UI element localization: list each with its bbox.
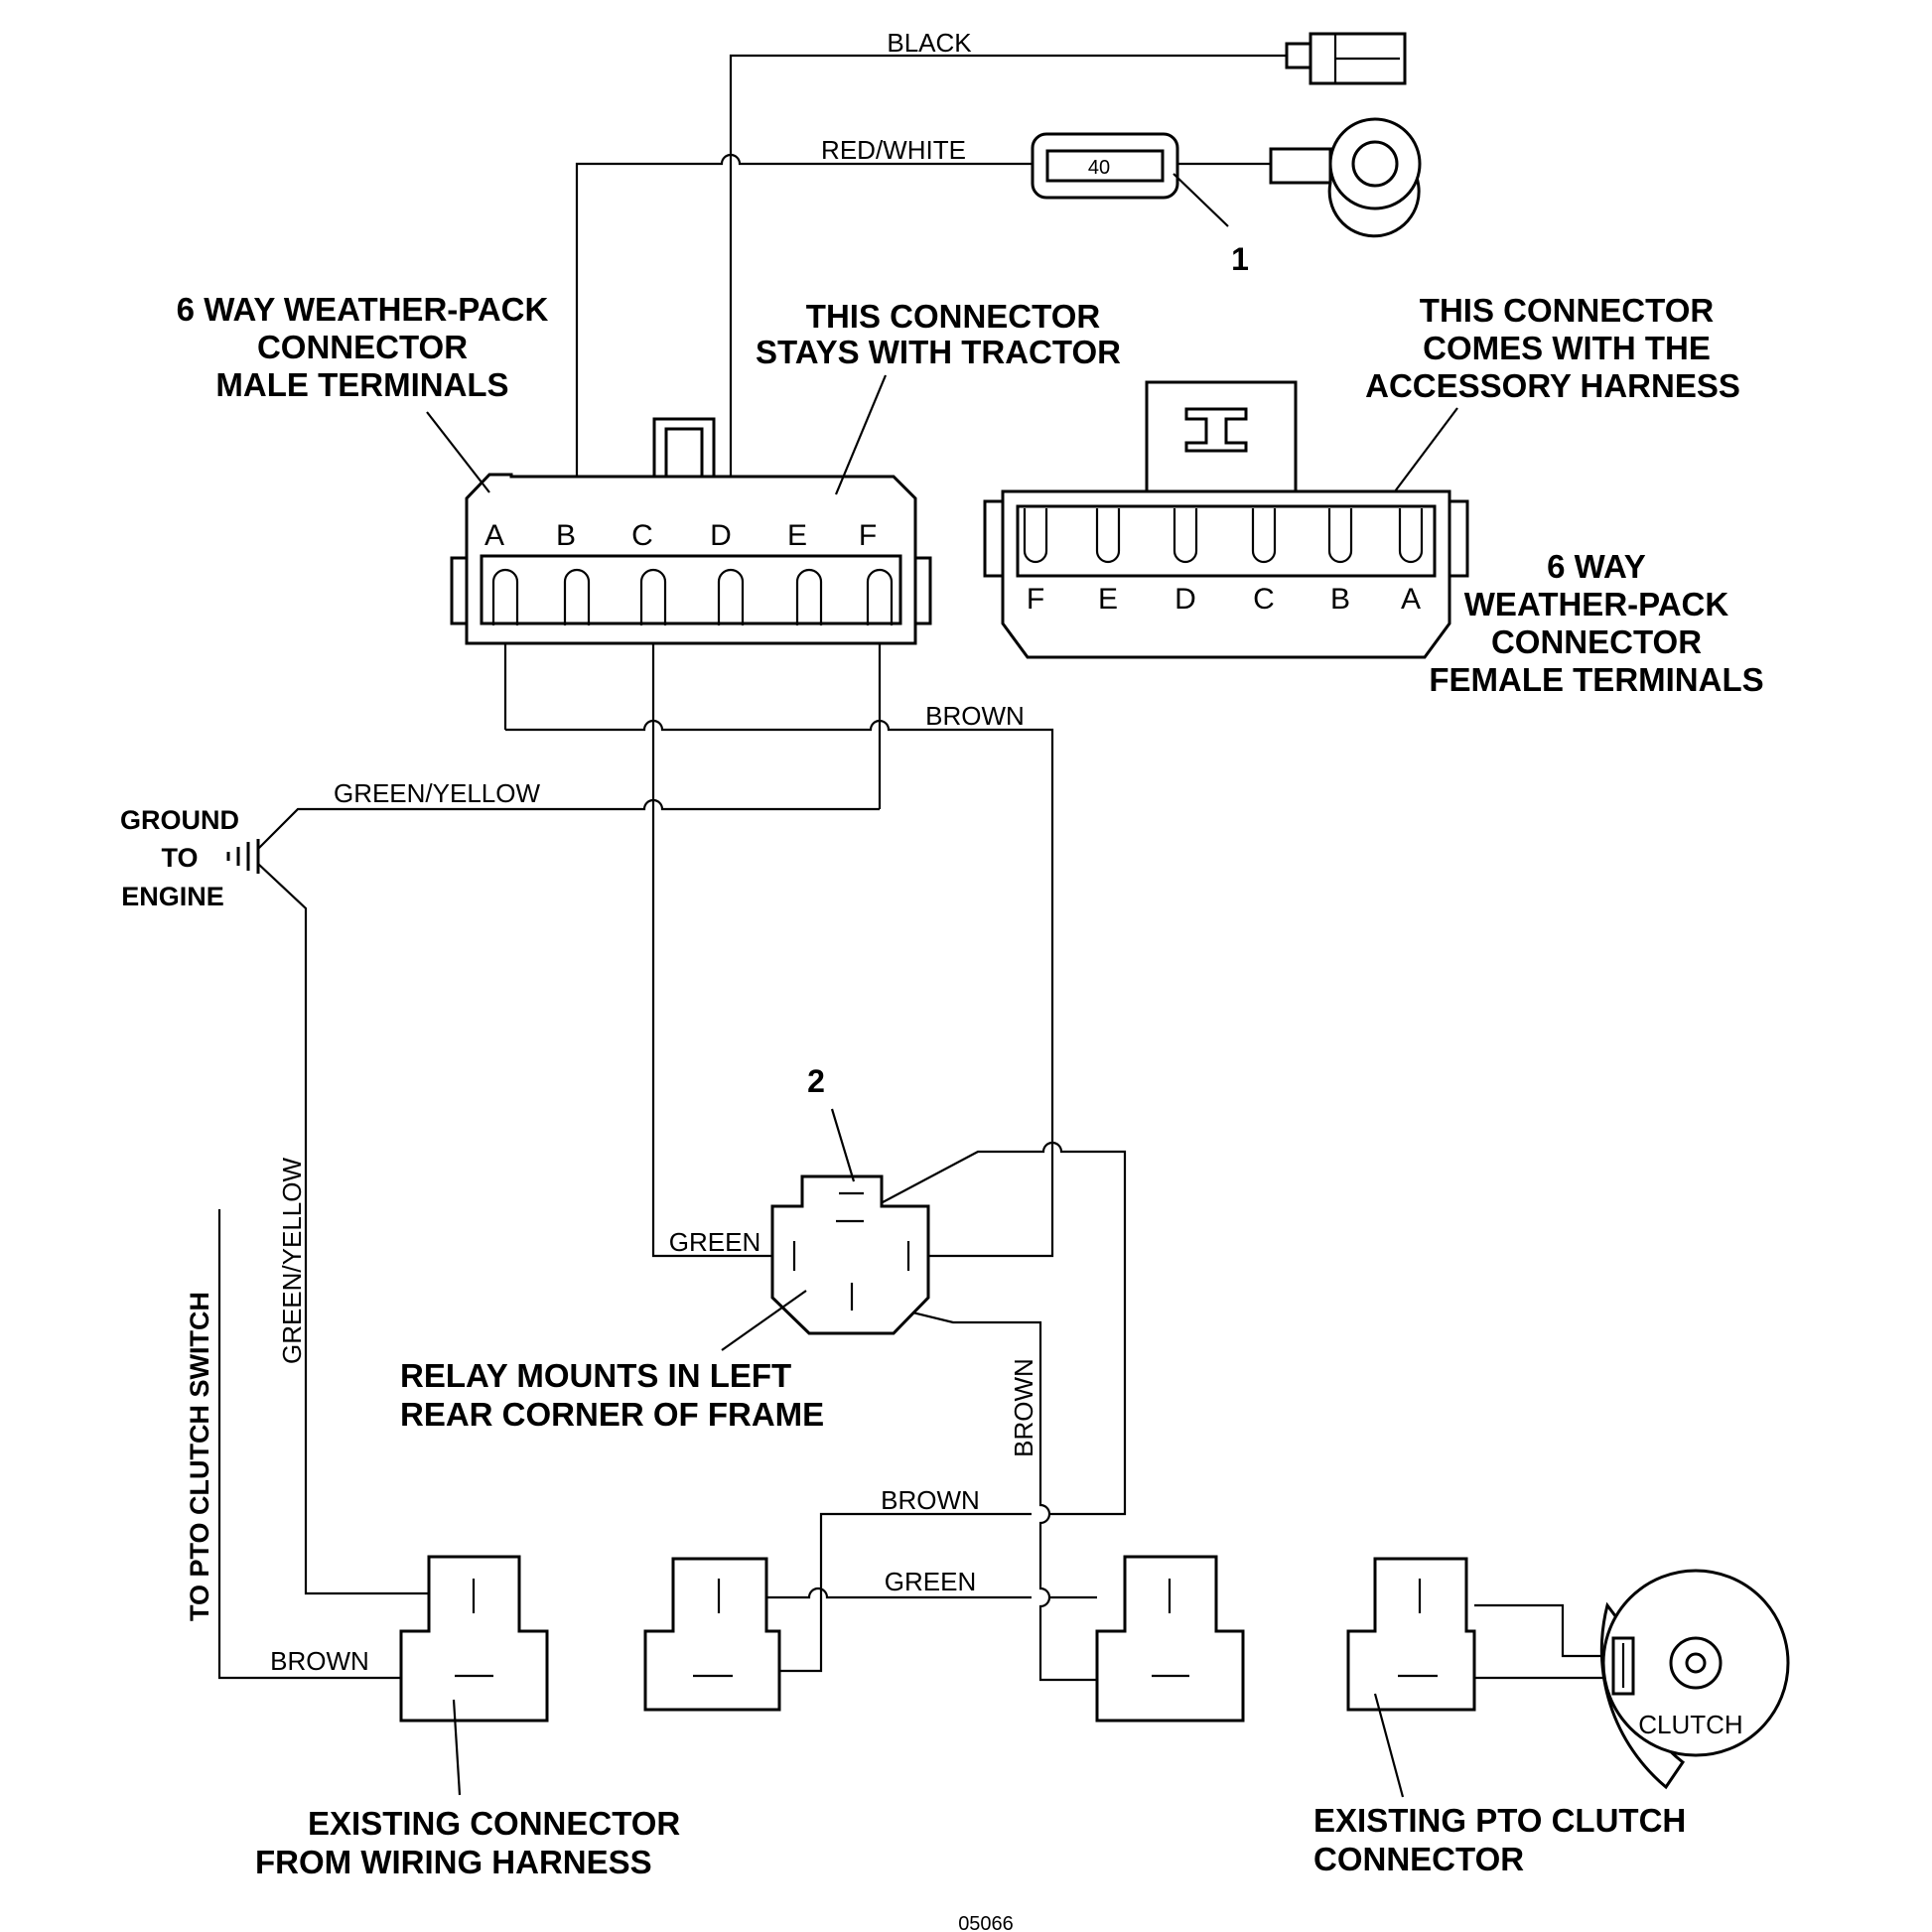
male-pin-f: F: [859, 519, 877, 552]
male-pin-e: E: [787, 519, 807, 552]
female-pin-d: D: [1174, 583, 1196, 616]
green-yellow-wire-down: [257, 863, 429, 1595]
green-yellow-wire-top-label: GREEN/YELLOW: [334, 778, 541, 808]
green-wire-relay: [651, 625, 794, 1258]
svg-text:6 WAY WEATHER-PACK: 6 WAY WEATHER-PACK: [177, 291, 549, 328]
svg-text:COMES WITH THE: COMES WITH THE: [1423, 330, 1711, 366]
existing-connector-leader: [452, 1699, 462, 1796]
male-pin-c: C: [631, 519, 653, 552]
male-pin-b: B: [556, 519, 576, 552]
green-yellow-wire-top: [257, 798, 880, 850]
male-pin-d: D: [710, 519, 732, 552]
pto-clutch-connector: [1346, 1557, 1476, 1712]
svg-text:CONNECTOR: CONNECTOR: [1491, 623, 1702, 660]
male-connector: A B C D E F: [450, 417, 932, 645]
svg-text:GROUND: GROUND: [120, 805, 239, 835]
svg-text:MALE TERMINALS: MALE TERMINALS: [215, 366, 508, 403]
black-wire: [729, 54, 1287, 586]
relay-bottom-lead: [851, 1296, 1097, 1682]
stays-with-tractor-label: THIS CONNECTOR STAYS WITH TRACTOR: [756, 298, 1121, 370]
relay: [770, 1174, 930, 1335]
relay-top-lead: [850, 1141, 1127, 1516]
female-pin-b: B: [1330, 583, 1350, 616]
existing-harness-connector: [399, 1555, 549, 1723]
brown-left-label: BROWN: [270, 1646, 369, 1676]
figure-number: 05066: [958, 1913, 1014, 1932]
svg-text:TO: TO: [161, 843, 198, 873]
relay-note: RELAY MOUNTS IN LEFT REAR CORNER OF FRAM…: [400, 1357, 824, 1433]
svg-text:EXISTING PTO CLUTCH: EXISTING PTO CLUTCH: [1313, 1802, 1686, 1839]
male-label-leader: [426, 411, 490, 493]
wires: [217, 54, 1613, 1682]
svg-text:ACCESSORY HARNESS: ACCESSORY HARNESS: [1365, 367, 1740, 404]
ring-terminal: [1269, 117, 1422, 238]
svg-text:EXISTING CONNECTOR: EXISTING CONNECTOR: [308, 1805, 680, 1842]
callout-1: 1: [1231, 241, 1249, 277]
fuse-rating: 40: [1088, 157, 1110, 179]
female-pin-e: E: [1098, 583, 1118, 616]
pto-clutch: [1599, 1569, 1790, 1790]
female-pin-c: C: [1253, 583, 1275, 616]
female-connector-label: 6 WAY WEATHER-PACK CONNECTOR FEMALE TERM…: [1429, 548, 1763, 698]
svg-text:RELAY MOUNTS IN LEFT: RELAY MOUNTS IN LEFT: [400, 1357, 791, 1394]
green-yellow-vertical-label: GREEN/YELLOW: [277, 1158, 307, 1365]
ground-label: GROUND TO ENGINE: [120, 805, 239, 911]
brown-wire-lower: [779, 1512, 1032, 1673]
comes-with-harness-label: THIS CONNECTOR COMES WITH THE ACCESSORY …: [1365, 292, 1740, 404]
svg-text:THIS CONNECTOR: THIS CONNECTOR: [806, 298, 1101, 335]
svg-text:FEMALE TERMINALS: FEMALE TERMINALS: [1429, 661, 1763, 698]
clutch-wire-upper: [1474, 1603, 1613, 1658]
female-connector: F E D C B A: [983, 380, 1469, 659]
svg-text:6 WAY: 6 WAY: [1547, 548, 1646, 585]
brown-lower-label: BROWN: [881, 1485, 980, 1515]
callout-1-leader: [1173, 173, 1229, 227]
svg-text:CONNECTOR: CONNECTOR: [1313, 1841, 1524, 1877]
red-white-wire-label: RED/WHITE: [821, 135, 966, 165]
female-pin-f: F: [1027, 583, 1044, 616]
callout-2-leader: [830, 1108, 856, 1182]
callout-2: 2: [807, 1063, 825, 1099]
svg-text:CONNECTOR: CONNECTOR: [257, 329, 468, 365]
svg-text:FROM WIRING HARNESS: FROM WIRING HARNESS: [255, 1844, 652, 1880]
splice-connector-right: [1095, 1555, 1245, 1723]
relay-brown-right: [908, 1152, 1054, 1258]
existing-pto-leader: [1373, 1693, 1405, 1798]
male-pin-a: A: [484, 519, 504, 552]
green-relay-label: GREEN: [669, 1227, 760, 1257]
brown-wire-top-label: BROWN: [925, 701, 1025, 731]
svg-text:WEATHER-PACK: WEATHER-PACK: [1464, 586, 1729, 622]
harness-label-leader: [1394, 407, 1458, 492]
female-pin-a: A: [1401, 583, 1421, 616]
pto-switch-label: TO PTO CLUTCH SWITCH: [185, 1292, 214, 1621]
male-pin-slots: [491, 568, 894, 625]
fuse-holder: 40: [1031, 132, 1179, 200]
female-pin-slots: [1023, 508, 1424, 564]
svg-text:REAR CORNER OF FRAME: REAR CORNER OF FRAME: [400, 1396, 824, 1433]
male-connector-label: 6 WAY WEATHER-PACK CONNECTOR MALE TERMIN…: [177, 291, 549, 403]
relay-note-leader: [721, 1290, 807, 1351]
brown-vertical-label: BROWN: [1009, 1358, 1038, 1457]
splice-connector-left: [643, 1557, 781, 1712]
spade-terminal: [1285, 32, 1407, 85]
brown-wire-top: [505, 719, 1054, 1152]
existing-pto-label: EXISTING PTO CLUTCH CONNECTOR: [1313, 1802, 1686, 1877]
green-wire-lower: [766, 1587, 1097, 1599]
green-lower-label: GREEN: [885, 1567, 976, 1596]
svg-text:STAYS WITH TRACTOR: STAYS WITH TRACTOR: [756, 334, 1121, 370]
svg-text:ENGINE: ENGINE: [121, 882, 224, 911]
stays-label-leader: [834, 374, 888, 495]
pto-switch-wire: [217, 1209, 401, 1680]
red-white-wire: [575, 153, 1033, 586]
black-wire-label: BLACK: [887, 28, 972, 58]
ground-symbol: [226, 839, 260, 874]
existing-connector-label: EXISTING CONNECTOR FROM WIRING HARNESS: [255, 1805, 680, 1880]
svg-text:THIS CONNECTOR: THIS CONNECTOR: [1420, 292, 1715, 329]
clutch-label: CLUTCH: [1638, 1710, 1742, 1739]
